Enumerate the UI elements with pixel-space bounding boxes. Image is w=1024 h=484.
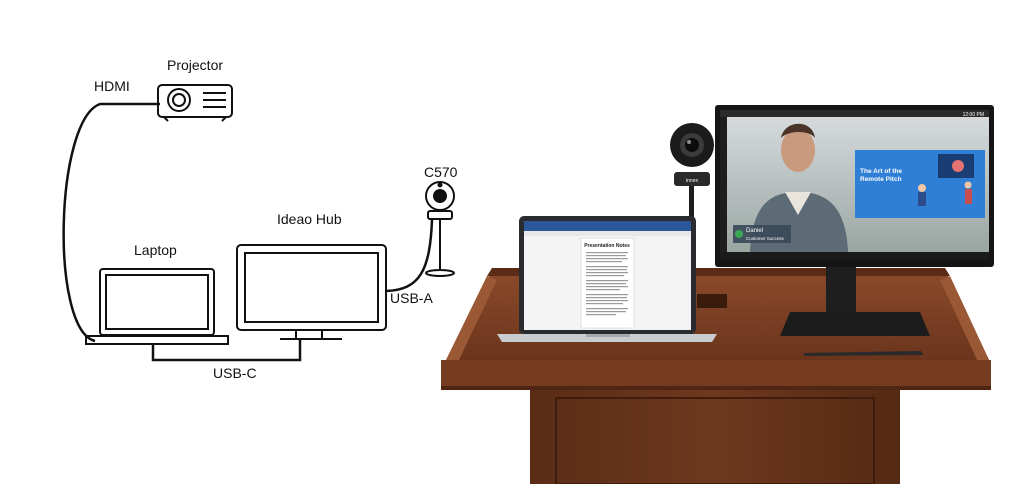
- projector-label: Projector: [167, 57, 223, 73]
- doc-text-lines: [586, 252, 628, 316]
- desk-body: [530, 390, 900, 484]
- laptop-label: Laptop: [134, 242, 177, 258]
- usb-a-label: USB-A: [390, 290, 433, 306]
- c570-webcam-icon: [425, 181, 455, 277]
- presenter-subtitle: Customer Success: [746, 236, 785, 241]
- monitor-clock: 12:00 PM: [963, 112, 984, 118]
- webcam-brand: innex: [686, 178, 698, 184]
- podium-webcam: innex: [670, 123, 714, 186]
- presenter-name: Daniel: [746, 228, 763, 234]
- slide-title: The Art of the Remote Pitch: [860, 168, 903, 183]
- hdmi-cable: [62, 102, 160, 343]
- presenter-nametag: [733, 225, 791, 243]
- c570-label: C570: [424, 164, 458, 180]
- usb-c-cable: [151, 340, 302, 362]
- connection-diagram: [62, 84, 455, 362]
- ideao-hub-label: Ideao Hub: [277, 211, 342, 227]
- desk-front-lip: [441, 360, 991, 388]
- podium-monitor: 12:00 PM Daniel Customer Success The Art…: [715, 105, 994, 336]
- usb-a-cable: [385, 219, 434, 293]
- podium-laptop: Presentation Notes: [497, 216, 717, 342]
- hdmi-label: HDMI: [94, 78, 130, 94]
- stylus-pen: [803, 351, 923, 356]
- podium-scene: Presentation Notes innex: [441, 105, 994, 484]
- laptop-icon: [85, 268, 229, 345]
- laptop-doc-title: Presentation Notes: [584, 243, 630, 249]
- projector-icon: [157, 84, 233, 122]
- ideao-hub-icon: [236, 244, 387, 340]
- usb-c-label: USB-C: [213, 365, 257, 381]
